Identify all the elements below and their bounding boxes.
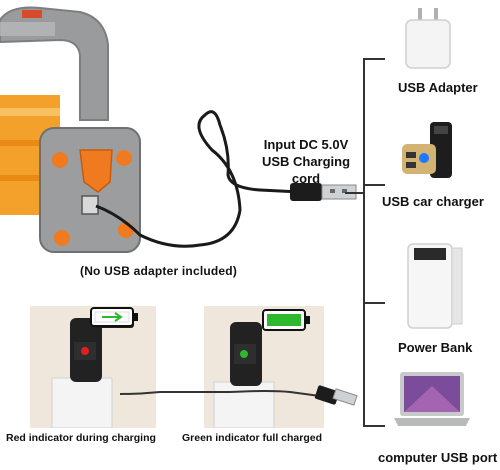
bracket-tick-computer [363, 425, 385, 427]
bracket-tick-powerbank [363, 302, 385, 304]
port-cap [79, 149, 113, 193]
cord-label-line2: USB Charging cord [261, 154, 351, 186]
label-green-indicator: Green indicator full charged [182, 432, 323, 444]
usb-port [81, 195, 99, 215]
green-led-icon [240, 350, 248, 358]
device-label-car-charger: USB car charger [382, 194, 484, 209]
device-label-power-bank: Power Bank [398, 340, 473, 355]
bracket-tick-adapter [363, 58, 385, 60]
label-red-indicator: Red indicator during charging [6, 432, 156, 444]
corner-pad [116, 150, 132, 166]
corner-pad [52, 152, 68, 168]
usb-cord [95, 110, 301, 248]
device-label-computer: computer USB port [378, 450, 498, 465]
handle-switch [22, 10, 42, 18]
usb-plug-body [290, 183, 322, 201]
cord-label: Input DC 5.0V USB Charging cord [250, 136, 362, 187]
car-charger-icon [402, 122, 452, 178]
battery-full-icon [262, 309, 310, 331]
bracket-tick-car [363, 184, 385, 186]
bracket-vertical-line [363, 58, 365, 426]
connecting-cable [120, 385, 358, 406]
no-adapter-note: (No USB adapter included) [80, 264, 238, 278]
cord-label-line1: Input DC 5.0V [263, 137, 349, 152]
corner-pad [54, 230, 70, 246]
usb-adapter-icon [405, 8, 451, 69]
laptop-icon [394, 372, 470, 426]
battery-charging-icon [90, 307, 138, 327]
device-label-usb-adapter: USB Adapter [398, 80, 478, 95]
red-led-icon [81, 347, 89, 355]
power-bank-icon [407, 243, 463, 329]
bracket-connector [345, 192, 363, 194]
flashlight-illustration [0, 6, 357, 253]
